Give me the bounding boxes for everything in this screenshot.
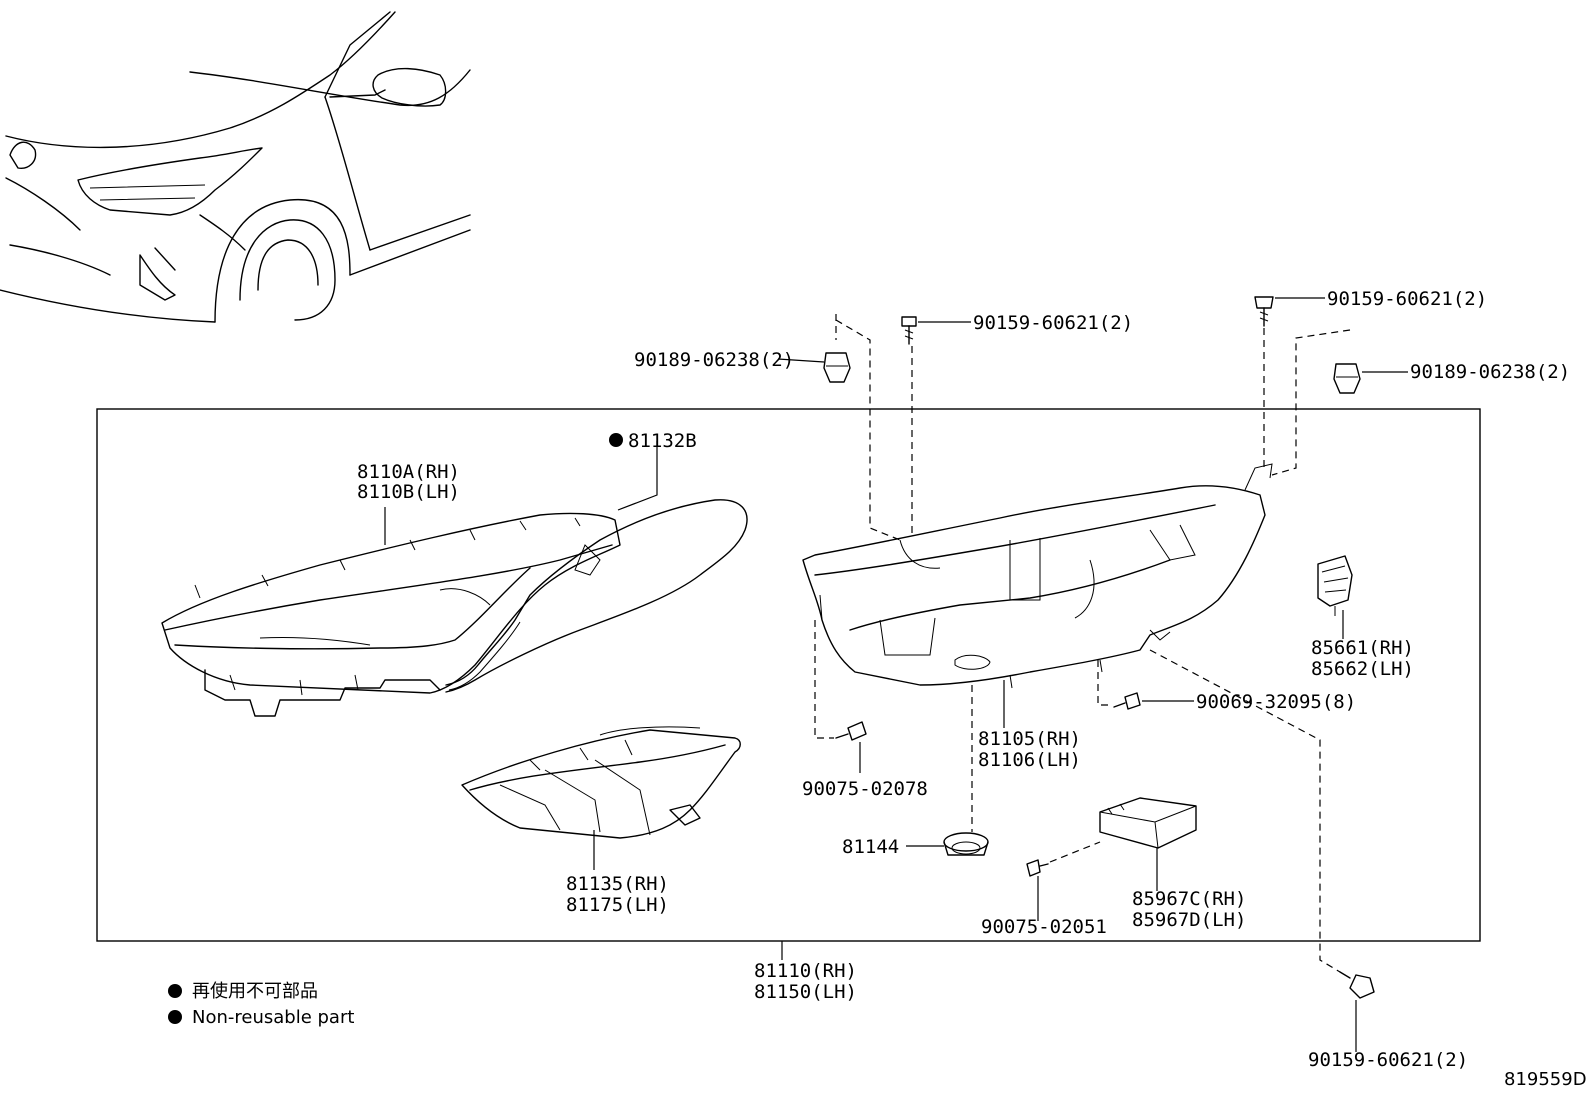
label-85967c: 85967C(RH) bbox=[1132, 888, 1246, 910]
headlamp-lens-assembly bbox=[161, 512, 621, 717]
label-81144: 81144 bbox=[842, 836, 899, 858]
grommet bbox=[943, 832, 989, 856]
leveling-motor bbox=[1317, 555, 1353, 616]
screw-90069 bbox=[1113, 692, 1141, 710]
label-90069-32095: 90069-32095(8) bbox=[1196, 691, 1356, 713]
label-8110b: 8110B(LH) bbox=[357, 481, 460, 503]
label-81105: 81105(RH) bbox=[978, 728, 1081, 750]
assembly-frame bbox=[96, 408, 1481, 942]
label-90189-right: 90189-06238(2) bbox=[1410, 361, 1570, 383]
clip-90189-right bbox=[1333, 363, 1361, 394]
label-81110: 81110(RH) bbox=[754, 960, 857, 982]
headlamp-housing bbox=[802, 463, 1273, 689]
label-85967d: 85967D(LH) bbox=[1132, 909, 1246, 931]
label-81135: 81135(RH) bbox=[566, 873, 669, 895]
control-module bbox=[1099, 797, 1197, 849]
legend-dot-jp bbox=[168, 984, 182, 998]
label-90159-top-left: 90159-60621(2) bbox=[973, 312, 1133, 334]
label-90189-left: 90189-06238(2) bbox=[634, 349, 794, 371]
label-81132b: 81132B bbox=[628, 430, 697, 452]
legend-text-jp: 再使用不可部品 bbox=[192, 981, 318, 1002]
legend-text-en: Non-reusable part bbox=[192, 1007, 354, 1028]
label-81175: 81175(LH) bbox=[566, 894, 669, 916]
label-81150: 81150(LH) bbox=[754, 981, 857, 1003]
legend: 再使用不可部品 Non-reusable part bbox=[168, 981, 354, 1028]
label-85661: 85661(RH) bbox=[1311, 637, 1414, 659]
screw-90159-bottom bbox=[1339, 971, 1375, 999]
assembly-dashed-lines bbox=[814, 314, 1351, 973]
label-81106: 81106(LH) bbox=[978, 749, 1081, 771]
screw-90159-top-left bbox=[901, 316, 917, 345]
vehicle-front-illustration bbox=[0, 11, 471, 323]
turn-signal-unit bbox=[461, 726, 741, 839]
screw-90075-02078 bbox=[835, 721, 867, 741]
label-90075-02078: 90075-02078 bbox=[802, 778, 928, 800]
legend-dot-en bbox=[168, 1010, 182, 1024]
headlamp-gasket bbox=[445, 499, 748, 693]
label-8110a: 8110A(RH) bbox=[357, 461, 460, 483]
screw-90075-02051 bbox=[1026, 859, 1049, 877]
non-reusable-dot bbox=[609, 433, 623, 447]
label-90159-bottom: 90159-60621(2) bbox=[1308, 1049, 1468, 1071]
clip-90189-left bbox=[823, 352, 851, 383]
label-85662: 85662(LH) bbox=[1311, 658, 1414, 680]
label-90159-top-right: 90159-60621(2) bbox=[1327, 288, 1487, 310]
diagram-id: 819559D bbox=[1504, 1069, 1587, 1090]
label-90075-02051: 90075-02051 bbox=[981, 916, 1107, 938]
screw-90159-top-right bbox=[1254, 296, 1274, 327]
leader-lines bbox=[384, 297, 1408, 1052]
